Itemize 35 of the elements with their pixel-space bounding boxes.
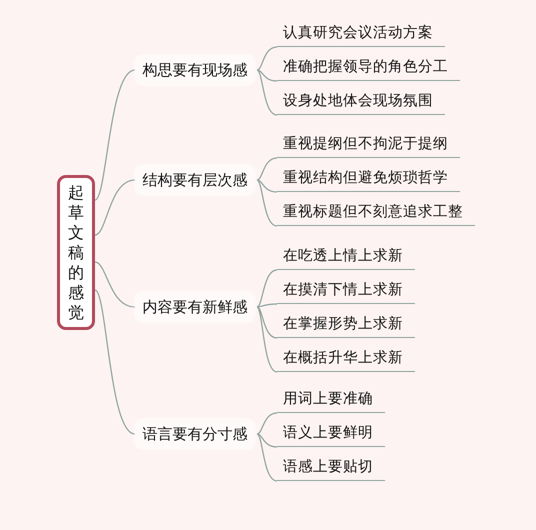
leaf-label: 在摸清下情上求新 xyxy=(277,277,415,304)
branch-box: 内容要有新鲜感 xyxy=(135,292,255,322)
leaf-label: 设身处地体会现场氛围 xyxy=(277,88,445,115)
branch-box: 语言要有分寸感 xyxy=(135,419,255,449)
leaf-label: 准确把握领导的角色分工 xyxy=(277,54,460,81)
connector xyxy=(256,46,278,71)
connector xyxy=(256,433,278,448)
leaf-label: 重视提纲但不拘泥于提纲 xyxy=(277,131,460,158)
connector xyxy=(94,179,136,236)
connector xyxy=(94,290,136,435)
connector xyxy=(256,69,278,82)
leaf-label: 重视标题但不刻意追求工整 xyxy=(277,199,475,226)
branch-box: 构思要有现场感 xyxy=(135,55,255,85)
connector xyxy=(256,180,278,227)
connector xyxy=(256,70,278,116)
topic-box: 起草文稿的感觉 xyxy=(57,175,95,330)
connector xyxy=(94,69,136,200)
connector xyxy=(256,179,278,193)
connector xyxy=(94,261,136,308)
connector xyxy=(256,269,278,308)
connector xyxy=(256,306,278,339)
connector xyxy=(256,303,278,308)
connector xyxy=(256,412,278,435)
connector xyxy=(256,434,278,482)
leaf-label: 语义上要鲜明 xyxy=(277,420,385,447)
leaf-label: 用词上要准确 xyxy=(277,386,385,413)
leaf-label: 在概括升华上求新 xyxy=(277,345,415,372)
leaf-label: 重视结构但避免烦琐哲学 xyxy=(277,165,460,192)
leaf-label: 语感上要贴切 xyxy=(277,454,385,481)
connector xyxy=(256,306,278,373)
leaf-label: 认真研究会议活动方案 xyxy=(277,20,445,47)
leaf-label: 在吃透上情上求新 xyxy=(277,243,415,270)
leaf-label: 在掌握形势上求新 xyxy=(277,311,415,338)
branch-box: 结构要有层次感 xyxy=(135,165,255,195)
connector xyxy=(256,157,278,181)
